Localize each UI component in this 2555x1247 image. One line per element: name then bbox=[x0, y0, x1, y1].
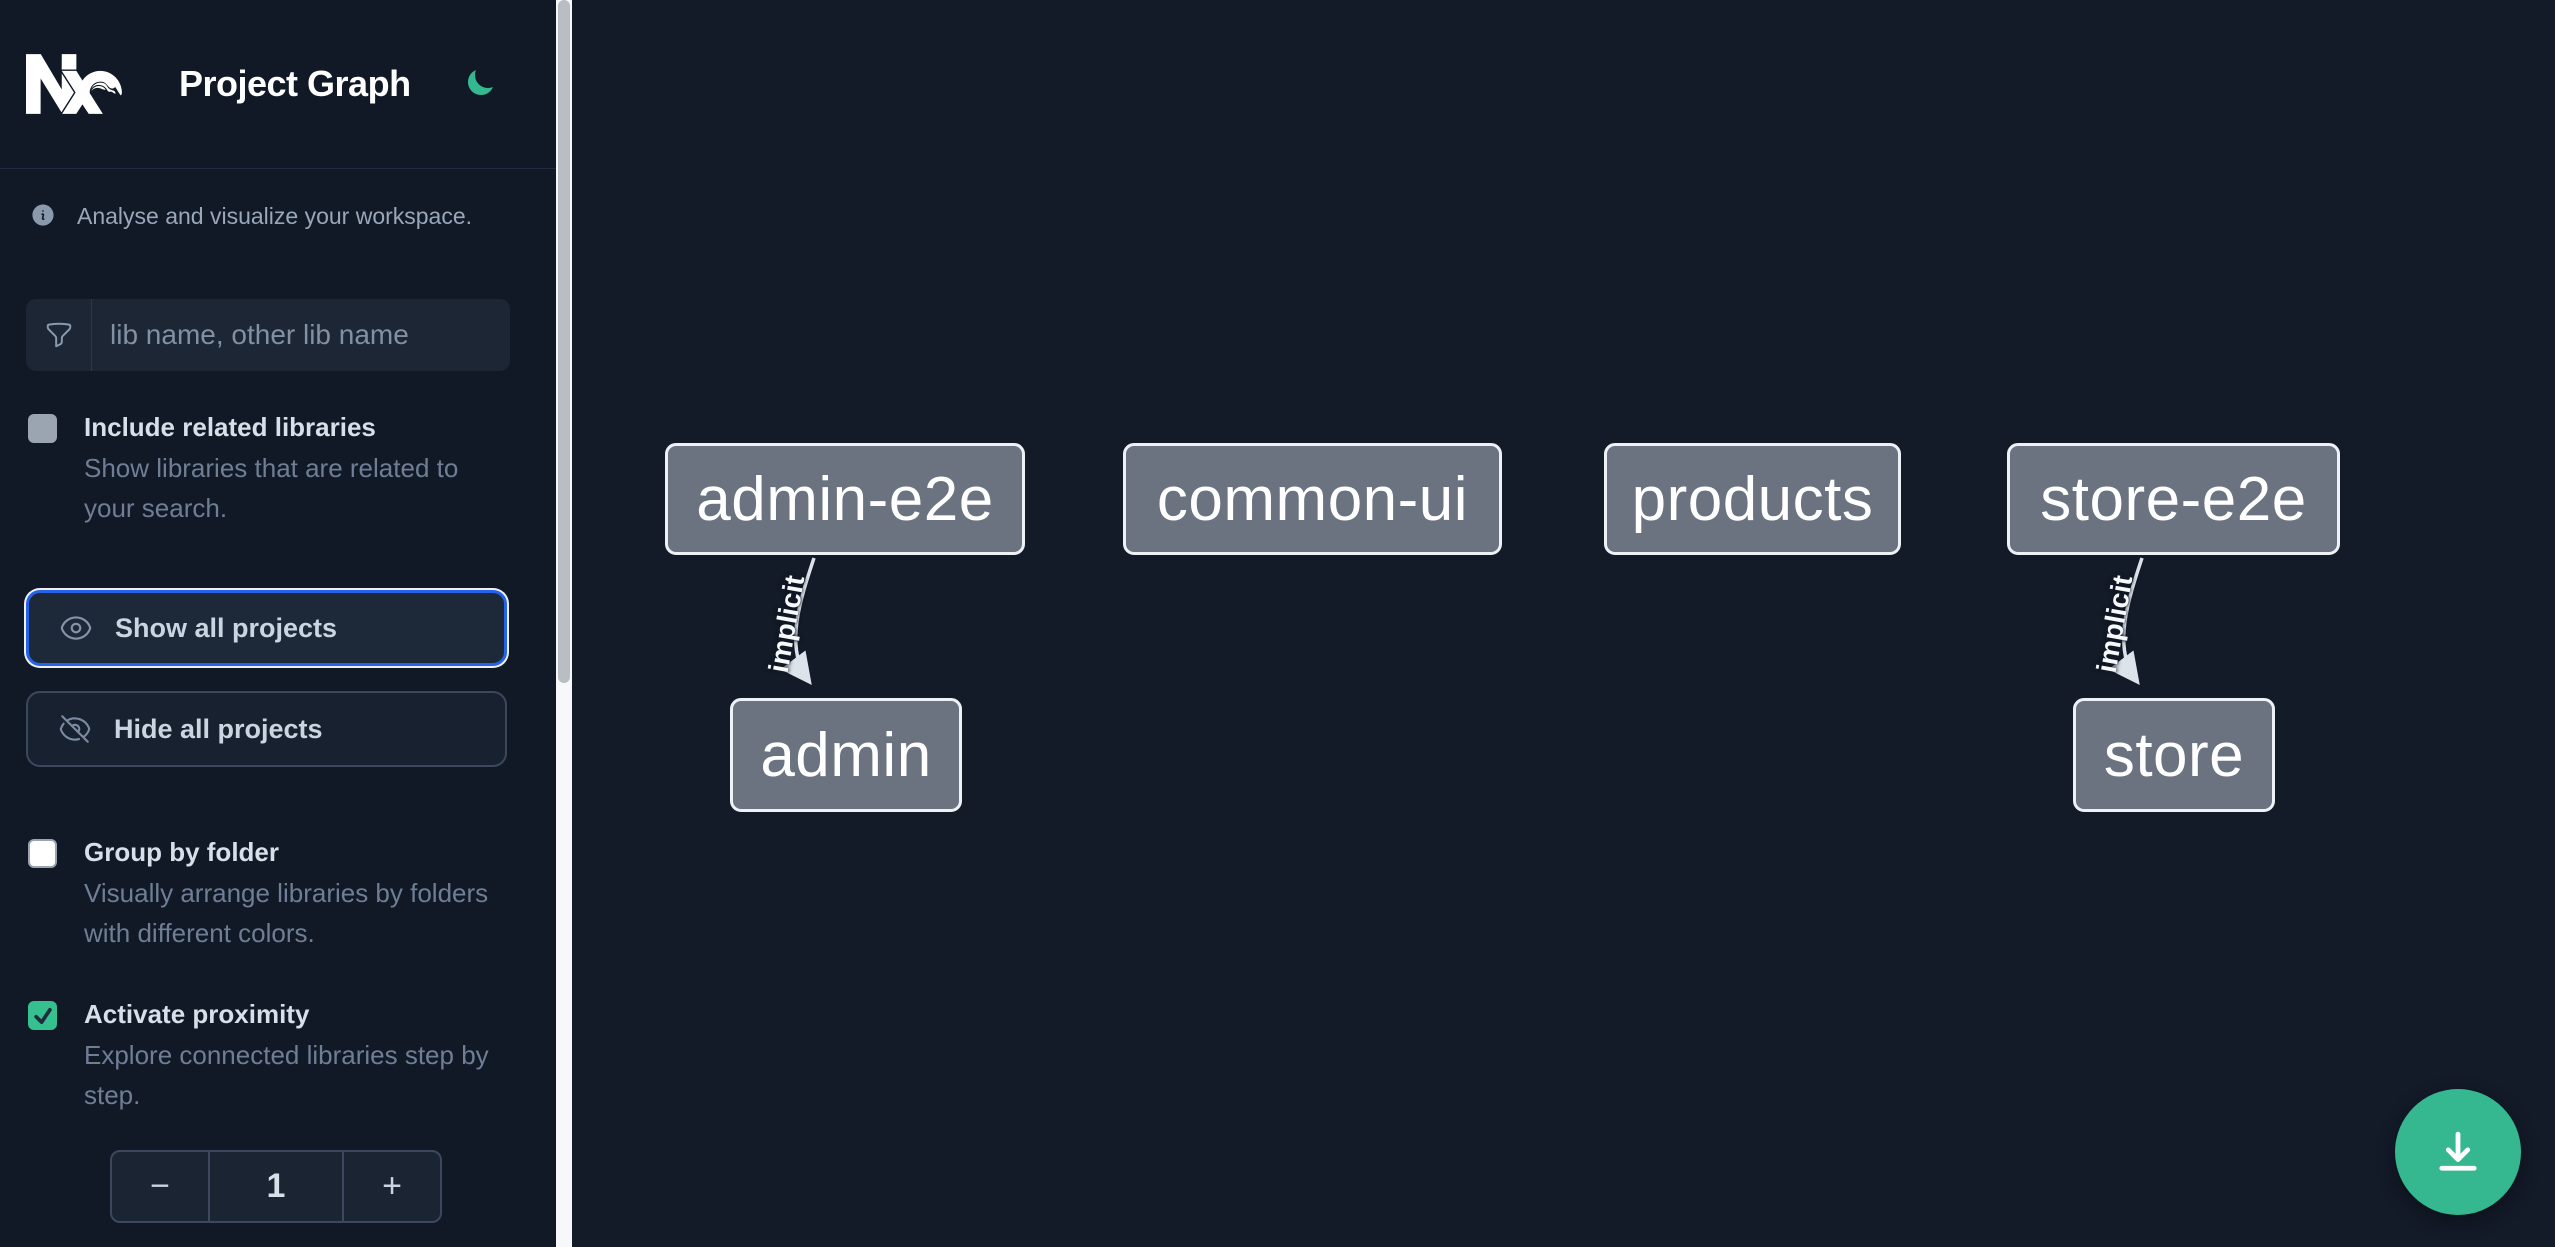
node-admin[interactable]: admin bbox=[730, 698, 962, 812]
eye-slash-icon bbox=[59, 715, 91, 743]
include-related-label[interactable]: Include related libraries bbox=[84, 412, 376, 442]
activate-proximity-checkbox[interactable] bbox=[28, 1001, 57, 1030]
node-store-e2e[interactable]: store-e2e bbox=[2007, 443, 2340, 555]
activate-proximity-row: Activate proximity Explore connected lib… bbox=[28, 998, 530, 1115]
download-graph-button[interactable] bbox=[2395, 1089, 2521, 1215]
sidebar-scrollbar[interactable] bbox=[556, 0, 572, 1247]
hide-all-projects-button[interactable]: Hide all projects bbox=[26, 691, 507, 767]
workspace-info: Analyse and visualize your workspace. bbox=[30, 203, 530, 229]
group-by-folder-description: Visually arrange libraries by folders wi… bbox=[84, 878, 489, 948]
download-icon bbox=[2439, 1131, 2477, 1171]
group-by-folder-checkbox[interactable] bbox=[28, 839, 57, 868]
node-products[interactable]: products bbox=[1604, 443, 1901, 555]
edge-label-implicit-store: implicit bbox=[2090, 572, 2139, 675]
workspace-info-text: Analyse and visualize your workspace. bbox=[77, 203, 473, 229]
decrement-button[interactable]: − bbox=[112, 1152, 208, 1221]
include-related-row: Include related libraries Show libraries… bbox=[28, 411, 530, 528]
proximity-depth-stepper: − 1 + bbox=[110, 1150, 442, 1223]
info-icon bbox=[32, 204, 54, 226]
proximity-depth-value: 1 bbox=[208, 1152, 344, 1221]
show-all-projects-label: Show all projects bbox=[115, 612, 338, 643]
filter-funnel-icon bbox=[46, 322, 71, 348]
filter-icon-cell bbox=[26, 299, 92, 371]
theme-toggle-button[interactable] bbox=[463, 67, 497, 101]
increment-button[interactable]: + bbox=[344, 1152, 440, 1221]
sidebar: Project Graph Analyse and visualize your… bbox=[0, 0, 556, 1247]
show-all-projects-button[interactable]: Show all projects bbox=[26, 590, 507, 666]
group-by-folder-label[interactable]: Group by folder bbox=[84, 837, 279, 867]
nx-logo-icon bbox=[26, 54, 122, 114]
eye-icon bbox=[60, 616, 92, 640]
include-related-checkbox[interactable] bbox=[28, 414, 57, 443]
node-store[interactable]: store bbox=[2073, 698, 2275, 812]
search-box bbox=[26, 299, 510, 371]
node-common-ui[interactable]: common-ui bbox=[1123, 443, 1502, 555]
group-by-folder-row: Group by folder Visually arrange librari… bbox=[28, 836, 530, 953]
dependency-edges bbox=[780, 557, 2144, 686]
activate-proximity-label[interactable]: Activate proximity bbox=[84, 999, 310, 1029]
hide-all-projects-label: Hide all projects bbox=[114, 713, 323, 744]
sidebar-header: Project Graph bbox=[0, 0, 556, 169]
page-title: Project Graph bbox=[179, 63, 411, 104]
library-filter-input[interactable] bbox=[92, 299, 510, 371]
node-admin-e2e[interactable]: admin-e2e bbox=[665, 443, 1025, 555]
scrollbar-thumb[interactable] bbox=[558, 0, 570, 683]
project-graph-canvas[interactable]: admin-e2e common-ui products store-e2e a… bbox=[572, 0, 2555, 1247]
activate-proximity-description: Explore connected libraries step by step… bbox=[84, 1040, 489, 1110]
include-related-description: Show libraries that are related to your … bbox=[84, 453, 459, 523]
edge-label-implicit-admin: implicit bbox=[762, 572, 811, 675]
checkmark-icon bbox=[33, 1007, 52, 1024]
moon-icon bbox=[467, 69, 493, 95]
